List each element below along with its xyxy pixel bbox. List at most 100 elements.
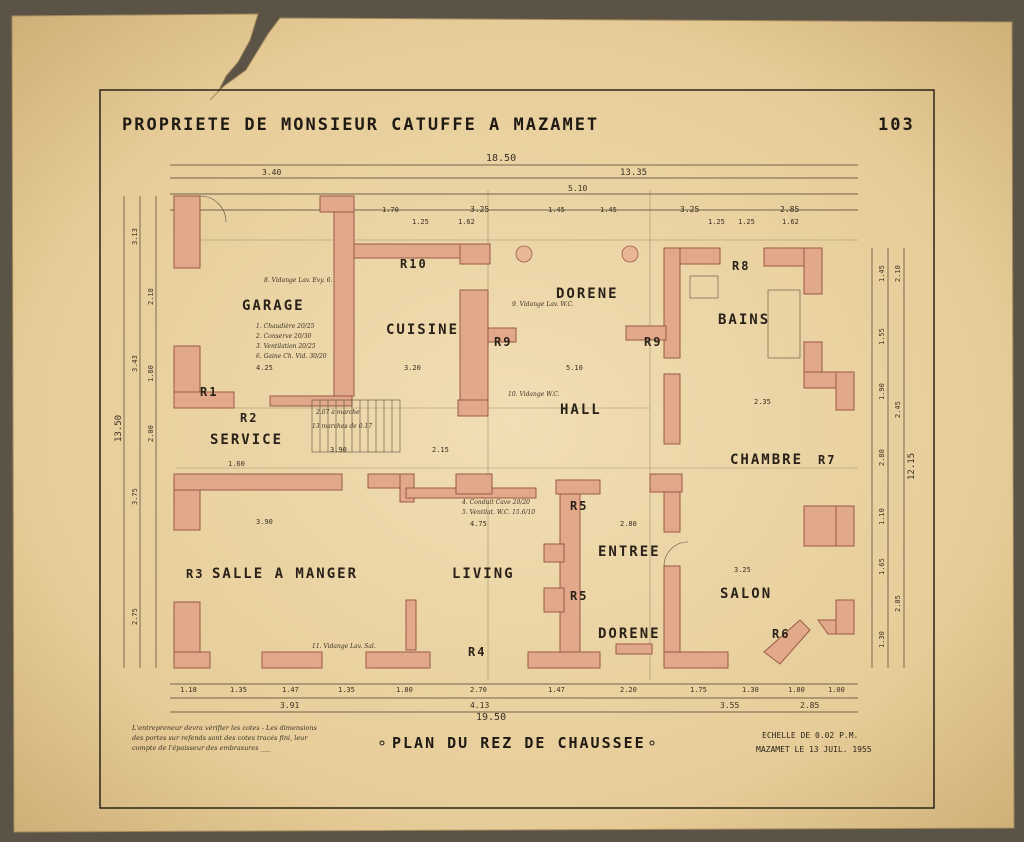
tag-r5a: R5 bbox=[570, 499, 588, 513]
dim-bot-r1-1: 1.35 bbox=[230, 686, 247, 694]
room-salle-a-manger: SALLE A MANGER bbox=[212, 566, 358, 582]
dim-right-3: 1.90 bbox=[878, 383, 886, 400]
paper-sheet bbox=[11, 13, 1015, 833]
note-living2: 5. Ventilat. W.C. 15.6/10 bbox=[462, 509, 535, 516]
garage-note: 6. Gaine Ch. Vid. 30/20 bbox=[256, 353, 327, 360]
dim-bot-r2-0: 3.91 bbox=[280, 701, 299, 710]
tag-r10: R10 bbox=[400, 257, 428, 271]
dim-top-r2-1: 1.25 bbox=[412, 218, 429, 226]
dim-bot-r1-8: 1.75 bbox=[690, 686, 707, 694]
dim-top-r1-0: 3.40 bbox=[262, 168, 281, 177]
title-bullet-left bbox=[379, 740, 385, 746]
dim-right-8: 2.05 bbox=[894, 595, 902, 612]
tag-r3: R3 bbox=[186, 567, 204, 581]
dim-right-1: 2.10 bbox=[894, 265, 902, 282]
column-marker bbox=[621, 245, 639, 263]
bathtub bbox=[767, 289, 801, 359]
garage-note: 2. Conserve 20/30 bbox=[255, 333, 312, 340]
bottom-dimensions: 19.50 3.91 4.13 3.55 2.85 1.18 1.35 1.47… bbox=[170, 683, 858, 723]
dim-right-4: 2.45 bbox=[894, 401, 902, 418]
room-office: DORENE bbox=[556, 286, 619, 302]
dim-interior-1: 3.20 bbox=[404, 364, 421, 372]
dim-bot-r1-3: 1.35 bbox=[338, 686, 355, 694]
note-stairs2: 13 marches de 0.17 bbox=[312, 423, 372, 430]
room-hall: HALL bbox=[560, 402, 602, 418]
garage-note: 1. Chaudière 20/25 bbox=[256, 323, 315, 330]
dim-bot-r1-2: 1.47 bbox=[282, 686, 299, 694]
dim-top-r1-4: 2.85 bbox=[780, 205, 799, 214]
dim-right-9: 1.30 bbox=[878, 631, 886, 648]
note-vidange4: 11. Vidange Lav. Sal. bbox=[312, 643, 376, 650]
tag-r6: R6 bbox=[772, 627, 790, 641]
door-swing bbox=[199, 195, 227, 223]
dim-interior-3: 2.35 bbox=[754, 398, 771, 406]
room-bains: BAINS bbox=[718, 312, 770, 328]
room-garage: GARAGE bbox=[242, 298, 305, 314]
room-dorene: DORENE bbox=[598, 626, 661, 642]
dim-right-2: 1.55 bbox=[878, 328, 886, 345]
note-vidange3: 10. Vidange W.C. bbox=[508, 391, 560, 398]
door-swing bbox=[663, 541, 689, 567]
tag-r1: R1 bbox=[200, 385, 218, 399]
dim-left-0: 3.13 bbox=[131, 228, 139, 245]
dim-right-6: 1.10 bbox=[878, 508, 886, 525]
dim-interior-9: 3.90 bbox=[330, 446, 347, 454]
dim-bot-r1-5: 2.70 bbox=[470, 686, 487, 694]
dim-bot-r2-3: 2.85 bbox=[800, 701, 819, 710]
column-marker bbox=[515, 245, 533, 263]
dim-top-r2-3: 1.45 bbox=[548, 206, 565, 214]
dim-bot-r1-11: 1.00 bbox=[828, 686, 845, 694]
note-living1: 4. Conduit Cave 20/20 bbox=[461, 499, 530, 506]
staircase bbox=[311, 399, 401, 453]
contractor-note: des portes sur refends sont des cotes tr… bbox=[132, 734, 308, 742]
garage-note: 3. Ventilation 20/25 bbox=[256, 343, 316, 350]
dim-right-total: 12.15 bbox=[907, 453, 917, 480]
washbasin bbox=[689, 275, 719, 299]
dim-bot-r1-10: 1.80 bbox=[788, 686, 805, 694]
dim-top-r2-5: 1.25 bbox=[708, 218, 725, 226]
annotations: 1. Chaudière 20/25 2. Conserve 20/30 3. … bbox=[228, 277, 771, 650]
tag-r9a: R9 bbox=[494, 335, 512, 349]
dim-right-7: 1.65 bbox=[878, 558, 886, 575]
dim-left-1: 2.18 bbox=[147, 288, 155, 305]
room-labels: GARAGE CUISINE DORENE BAINS HALL SERVICE… bbox=[210, 286, 801, 642]
dim-top-r2-2: 1.62 bbox=[458, 218, 475, 226]
dim-top-right: 13.35 bbox=[620, 168, 647, 178]
dim-top-r2-0: 1.70 bbox=[382, 206, 399, 214]
dim-right-5: 2.80 bbox=[878, 449, 886, 466]
date-label: MAZAMET LE 13 JUIL. 1955 bbox=[756, 745, 872, 754]
dim-bot-r1-6: 1.47 bbox=[548, 686, 565, 694]
dim-bot-r2-2: 3.55 bbox=[720, 701, 739, 710]
dim-top-r2-7: 1.62 bbox=[782, 218, 799, 226]
dim-right-0: 1.45 bbox=[878, 265, 886, 282]
tag-r7: R7 bbox=[818, 453, 836, 467]
room-salon: SALON bbox=[720, 586, 772, 602]
dim-interior-6: 2.80 bbox=[620, 520, 637, 528]
dim-top-r1-2: 5.10 bbox=[568, 184, 587, 193]
dim-left-6: 2.75 bbox=[131, 608, 139, 625]
fixtures bbox=[199, 195, 801, 567]
side-dimensions: 13.50 3.13 2.18 3.43 1.80 2.00 3.75 2.75… bbox=[114, 196, 917, 668]
room-living: LIVING bbox=[452, 566, 515, 582]
dim-interior-10: 1.60 bbox=[228, 460, 245, 468]
dim-bot-r1-4: 1.80 bbox=[396, 686, 413, 694]
dim-left-total: 13.50 bbox=[114, 415, 124, 442]
dim-top-r1-1: 3.25 bbox=[470, 205, 489, 214]
dim-interior-0: 4.25 bbox=[256, 364, 273, 372]
dim-interior-8: 2.15 bbox=[432, 446, 449, 454]
room-entree: ENTREE bbox=[598, 544, 661, 560]
dim-left-4: 2.00 bbox=[147, 425, 155, 442]
scale-label: ECHELLE DE 0.02 P.M. bbox=[762, 731, 858, 740]
dim-bot-r1-7: 2.20 bbox=[620, 686, 637, 694]
room-cuisine: CUISINE bbox=[386, 322, 459, 338]
radiator-tags: R1 R2 R3 R4 R5 R5 R6 R7 R8 R9 R9 R10 bbox=[186, 257, 836, 659]
construction-lines bbox=[176, 190, 858, 680]
sheet-title: PROPRIETE DE MONSIEUR CATUFFE A MAZAMET bbox=[122, 115, 599, 135]
tag-r2: R2 bbox=[240, 411, 258, 425]
tag-r8: R8 bbox=[732, 259, 750, 273]
contractor-note: compte de l'épaisseur des embrasures ___ bbox=[132, 744, 271, 752]
note-stairs1: 2.07 à marche bbox=[315, 409, 360, 416]
dim-left-2: 3.43 bbox=[131, 355, 139, 372]
sheet-number: 103 bbox=[878, 115, 915, 135]
dim-left-5: 3.75 bbox=[131, 488, 139, 505]
